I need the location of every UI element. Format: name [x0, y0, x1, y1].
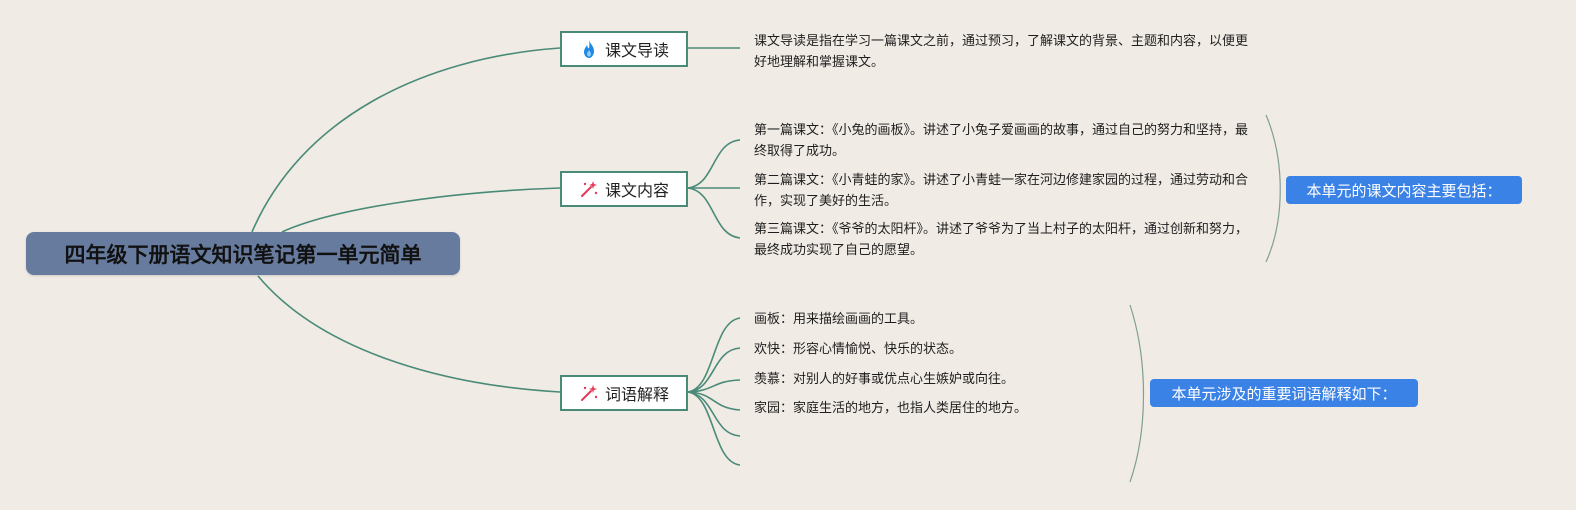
connector-root-to-branch-3	[257, 275, 561, 393]
leaf-text: 画板：用来描绘画画的工具。	[754, 312, 924, 327]
summary-label[interactable]: 本单元的课文内容主要包括：	[1286, 176, 1522, 204]
connector-branch-3-leaf-5	[687, 391, 741, 437]
leaf-text: 课文导读是指在学习一篇课文之前，通过预习，了解课文的背景、主题和内容，以便更好地…	[754, 34, 1249, 70]
connector-branch-2-leaf-1	[687, 139, 741, 189]
branch-label: 词语解释	[604, 385, 669, 404]
magic-wand-icon	[579, 179, 599, 199]
connector-root-to-branch-2	[281, 187, 561, 233]
leaf-text: 羡慕：对别人的好事或优点心生嫉妒或向往。	[754, 372, 1015, 387]
connector-branch-3-leaf-4	[687, 391, 741, 411]
connector-branch-3-leaf-3	[687, 379, 741, 393]
root-title: 四年级下册语文知识笔记第一单元简单	[64, 242, 422, 267]
branch-topic-content[interactable]: 课文内容	[560, 171, 688, 207]
leaf-text: 第一篇课文：《小兔的画板》。讲述了小兔子爱画画的故事，通过自己的努力和坚持，最终…	[754, 123, 1249, 159]
connector-branch-3-leaf-6	[687, 391, 741, 466]
magic-wand-icon	[579, 383, 599, 403]
root-topic[interactable]: 四年级下册语文知识笔记第一单元简单	[26, 232, 460, 275]
summary-bracket-words	[1129, 304, 1145, 483]
connector-branch-3-leaf-2	[687, 347, 741, 393]
connector-branch-3-leaf-1	[687, 317, 741, 393]
leaf-text: 家园：家庭生活的地方，也指人类居住的地方。	[754, 401, 1028, 416]
leaf-text: 欢快：形容心情愉悦、快乐的状态。	[754, 342, 963, 357]
summary-bracket-content	[1265, 114, 1281, 263]
branch-topic-guide[interactable]: 课文导读	[560, 31, 688, 67]
branch-label: 课文导读	[604, 41, 669, 60]
connector-branch-2-leaf-3	[687, 187, 741, 239]
connector-root-to-branch-1	[251, 47, 561, 233]
leaf-text: 第二篇课文：《小青蛙的家》。讲述了小青蛙一家在河边修建家园的过程，通过劳动和合作…	[754, 173, 1249, 209]
leaf-text: 第三篇课文：《爷爷的太阳杆》。讲述了爷爷为了当上村子的太阳杆，通过创新和努力，最…	[754, 222, 1249, 258]
branch-label: 课文内容	[604, 181, 669, 200]
summary-label[interactable]: 本单元涉及的重要词语解释如下：	[1150, 379, 1418, 407]
flame-icon	[579, 39, 599, 59]
branch-topic-vocabulary[interactable]: 词语解释	[560, 375, 688, 411]
